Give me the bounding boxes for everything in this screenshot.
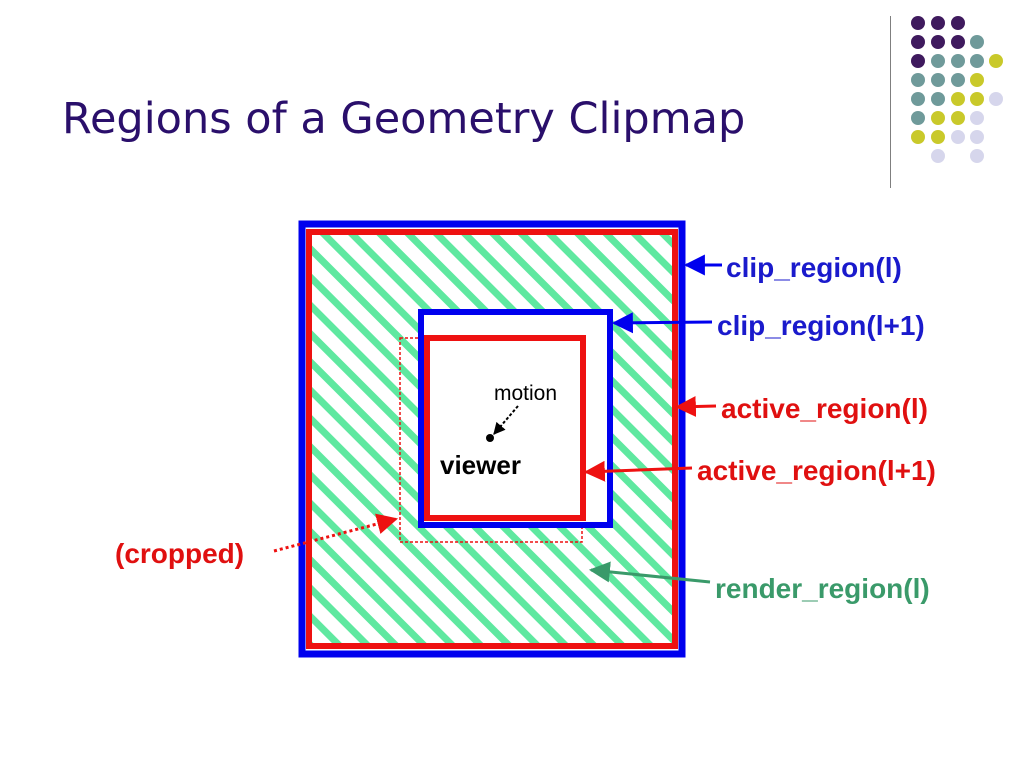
cropped-label: (cropped): [115, 538, 244, 569]
active-region-l1-label: active_region(l+1): [697, 455, 936, 486]
dot: [970, 73, 984, 87]
dot: [931, 16, 945, 30]
dot: [931, 92, 945, 106]
dot: [951, 35, 965, 49]
clip-region-outer-box: [298, 220, 686, 658]
dot: [911, 54, 925, 68]
decorative-dot-grid: [911, 16, 1003, 163]
dot: [931, 130, 945, 144]
render-region-l-label: render_region(l): [715, 573, 930, 604]
active-region-outer-box: [306, 229, 678, 649]
clip-region-l1-label: clip_region(l+1): [717, 310, 925, 341]
dot: [970, 149, 984, 163]
dot: [989, 54, 1003, 68]
motion-label: motion: [494, 382, 557, 405]
viewer-label: viewer: [440, 450, 521, 480]
dot: [911, 130, 925, 144]
active-region-l1-arrow: [583, 460, 693, 482]
slide-title: Regions of a Geometry Clipmap: [62, 94, 746, 144]
dot: [931, 149, 945, 163]
dot: [911, 92, 925, 106]
dot: [911, 16, 925, 30]
viewer-dot: [486, 434, 494, 442]
clip-region-l1-arrow: [611, 312, 713, 334]
render-region-arrow: [588, 561, 711, 584]
active-region-inner-box: [424, 335, 586, 521]
dot: [931, 35, 945, 49]
title-divider: [890, 16, 891, 188]
dot: [951, 92, 965, 106]
dot: [970, 111, 984, 125]
dot: [911, 35, 925, 49]
motion-arrow: [493, 405, 519, 435]
dot: [931, 111, 945, 125]
dot: [931, 73, 945, 87]
dot: [951, 54, 965, 68]
dot: [911, 73, 925, 87]
active-region-l-arrow: [674, 396, 717, 418]
dot: [951, 130, 965, 144]
dot: [970, 130, 984, 144]
active-region-l-label: active_region(l): [721, 393, 928, 424]
dot: [931, 54, 945, 68]
dot: [911, 111, 925, 125]
dot: [951, 73, 965, 87]
dot: [951, 16, 965, 30]
dot: [989, 92, 1003, 106]
dot: [951, 111, 965, 125]
dot: [970, 92, 984, 106]
clip-region-l-label: clip_region(l): [726, 252, 902, 283]
dot: [970, 54, 984, 68]
dot: [970, 35, 984, 49]
